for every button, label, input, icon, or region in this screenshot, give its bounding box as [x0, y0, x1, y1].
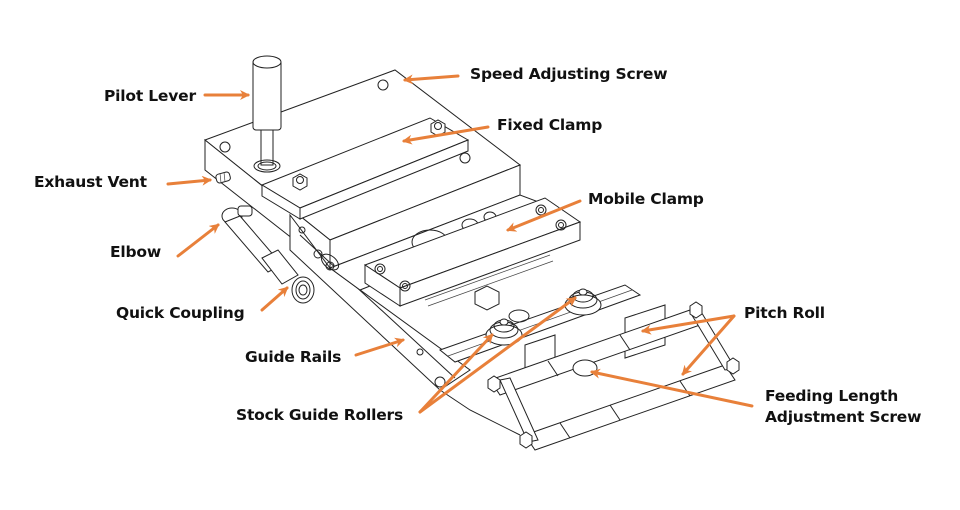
stock-guide-roller-1 [485, 318, 523, 346]
label-fixed-clamp: Fixed Clamp [497, 116, 603, 134]
machine-body [203, 55, 740, 451]
arrow-pitch-roll-1 [641, 314, 736, 335]
arrow-elbow [176, 223, 220, 258]
speed-adjusting-screw-nut [430, 119, 446, 137]
arrow-speed-adjusting-screw [403, 74, 460, 85]
arrow-pitch-roll-2 [681, 314, 736, 376]
label-feeding-length-line-2: Adjustment Screw [765, 408, 922, 426]
label-stock-guide-rollers: Stock Guide Rollers [236, 406, 403, 424]
fixed-clamp-nut [292, 173, 308, 191]
label-feeding-length-adjustment-screw: Feeding Length Adjustment Screw [765, 386, 921, 428]
feeding-length-screw-hex [474, 285, 500, 311]
quick-coupling-fitting [261, 249, 315, 304]
guide-rail-left [289, 213, 471, 391]
arrow-exhaust-vent [166, 175, 212, 186]
arrow-guide-rails [354, 337, 405, 357]
callout-arrows [166, 74, 754, 414]
label-speed-adjusting-screw: Speed Adjusting Screw [470, 65, 668, 83]
label-exhaust-vent: Exhaust Vent [34, 173, 147, 191]
pitch-roller-bottom [524, 364, 736, 451]
exhaust-vent-part [215, 171, 231, 184]
arrow-feeding-length-screw [590, 368, 754, 408]
label-pilot-lever: Pilot Lever [104, 87, 196, 105]
label-quick-coupling: Quick Coupling [116, 304, 245, 322]
label-mobile-clamp: Mobile Clamp [588, 190, 704, 208]
label-pitch-roll: Pitch Roll [744, 304, 825, 322]
arrow-quick-coupling [260, 286, 289, 312]
arrow-fixed-clamp [402, 125, 490, 145]
arrow-mobile-clamp [506, 199, 582, 232]
arrow-stock-guide-roller-2 [418, 296, 577, 414]
label-guide-rails: Guide Rails [245, 348, 342, 366]
arrow-stock-guide-roller-1 [418, 333, 494, 414]
label-elbow: Elbow [110, 243, 161, 261]
pilot-lever-handle [252, 59, 282, 131]
label-feeding-length-line-1: Feeding Length [765, 387, 899, 405]
side-link-left [499, 377, 539, 443]
